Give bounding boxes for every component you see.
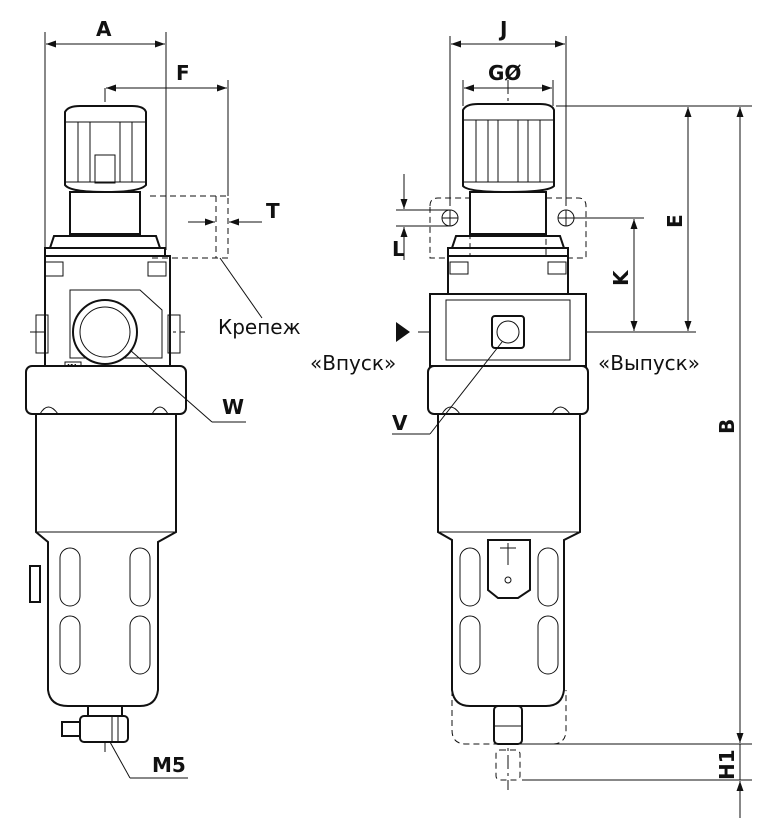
dim-label-m5: M5 xyxy=(152,753,186,777)
adjustment-knob-side xyxy=(462,103,555,194)
adjustment-knob xyxy=(64,105,147,194)
dim-label-b: B xyxy=(715,419,739,434)
mount-label: Крепеж xyxy=(218,315,301,339)
dim-label-a: A xyxy=(96,17,112,41)
inlet-arrow-icon xyxy=(396,322,410,342)
dim-label-k: K xyxy=(609,269,633,286)
drain-valve xyxy=(61,705,129,743)
front-view: IN xyxy=(25,17,301,779)
dim-label-v: V xyxy=(392,411,408,435)
inlet-port xyxy=(72,299,138,365)
inlet-label: «Впуск» xyxy=(310,351,396,375)
dim-label-l: L xyxy=(392,237,405,261)
dim-label-g: GØ xyxy=(488,61,521,85)
outlet-label: «Выпуск» xyxy=(598,351,700,375)
side-view: J GØ L E K B H1 V «Впуск» «Выпуск» xyxy=(310,17,752,818)
dim-label-f: F xyxy=(176,61,190,85)
dim-label-h1: H1 xyxy=(715,749,739,780)
dim-label-e: E xyxy=(663,214,687,228)
dim-label-w: W xyxy=(222,395,244,419)
dim-label-j: J xyxy=(498,17,507,41)
dim-label-t: T xyxy=(266,199,280,223)
filter-bowl xyxy=(35,413,177,707)
